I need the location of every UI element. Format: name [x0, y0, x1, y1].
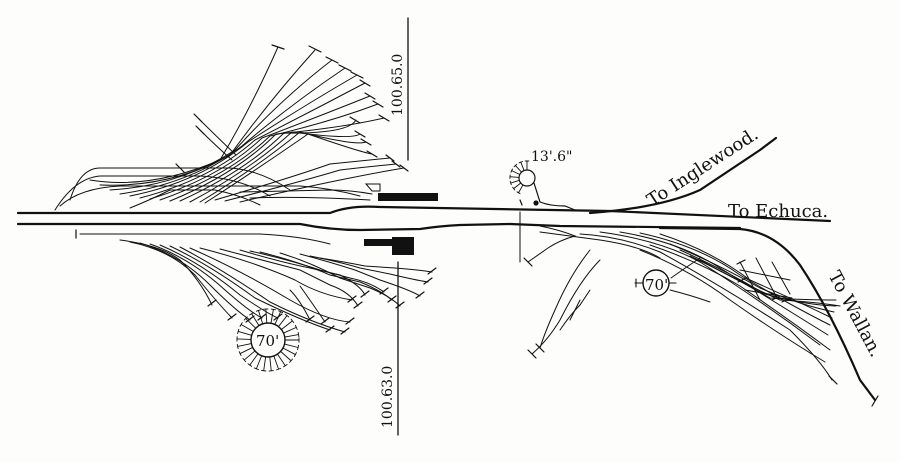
lower-west-sidings — [79, 233, 433, 333]
turntable-road — [280, 350, 292, 362]
platforms — [364, 183, 438, 255]
lower-west-buffers — [75, 229, 437, 335]
turntable-road — [270, 309, 274, 324]
turntable-road — [245, 318, 257, 329]
turntable-road-buffer — [276, 367, 282, 371]
turntable-road — [239, 347, 254, 355]
small-turntable-roads — [509, 160, 530, 195]
turntable-road — [243, 350, 256, 361]
turntable-road — [240, 324, 254, 332]
turntable-road — [514, 165, 523, 173]
turntable-road-buffer — [284, 313, 290, 318]
turntable-road — [237, 343, 252, 347]
turntable-road — [263, 356, 267, 372]
main-line — [16, 205, 832, 232]
turntable-road-buffer — [237, 328, 240, 335]
turntable-road — [280, 320, 293, 330]
small-turntable — [518, 169, 576, 211]
destination-labels: To Inglewood. To Echuca. To Wallan. — [643, 124, 886, 361]
turntable-road-buffer — [283, 364, 288, 368]
turntable-road — [509, 176, 520, 178]
turntable-road-buffer — [236, 343, 239, 350]
turntable-road-buffer — [243, 316, 248, 321]
turntable-road-buffer — [261, 369, 267, 372]
turntable-road — [284, 343, 299, 348]
turntable-road-buffer — [297, 344, 300, 351]
turntable-road-buffer — [518, 161, 523, 164]
east-turntable — [634, 257, 711, 303]
to-echuca-label: To Echuca. — [728, 201, 828, 222]
turntable-road-buffer — [512, 186, 516, 191]
turntable-road-buffer — [516, 191, 521, 195]
turntable-road-buffer — [513, 163, 518, 168]
turntable-road-buffer — [278, 310, 284, 314]
turntable-labels: 70' 70' 13'.6" — [256, 149, 668, 350]
turntable-road-buffer — [270, 308, 276, 311]
to-inglewood-label: To Inglewood. — [643, 124, 762, 211]
turntable-road-buffer — [253, 367, 259, 371]
turntable-road-buffer — [509, 180, 512, 186]
turntable-road — [251, 313, 260, 327]
turntable-road — [269, 356, 272, 372]
turntable-road — [278, 315, 288, 328]
turntable-road — [283, 326, 297, 334]
turntable-road — [282, 347, 296, 356]
small-turntable-label: 13'.6" — [531, 149, 572, 165]
turntable-road — [518, 184, 524, 194]
turntable-road-buffer — [293, 352, 297, 357]
turntable-road-buffer — [255, 309, 261, 312]
turntable-road-buffer — [239, 322, 243, 327]
turntable-road — [255, 355, 263, 370]
turntable-road-buffer — [297, 332, 300, 338]
east-sidings — [519, 211, 841, 381]
turntable-road-buffer — [249, 312, 254, 316]
turntable-road-buffer — [247, 363, 253, 367]
turntable-road-buffer — [290, 318, 295, 324]
mileage-labels: 100.65.0 100.63.0 — [380, 54, 406, 428]
turntable-road-buffer — [289, 358, 293, 363]
upper-west-sidings — [54, 46, 405, 211]
turntable-road — [513, 182, 522, 190]
west-turntable-label: 70' — [256, 332, 279, 350]
turntable-road — [284, 334, 299, 338]
turntable-road-buffer — [294, 324, 298, 330]
turntable-road — [257, 310, 264, 325]
turntable-road-buffer — [510, 168, 513, 173]
east-turntable-label: 70' — [645, 276, 668, 294]
west-turntable-roads — [236, 308, 300, 372]
turntable-road — [274, 311, 282, 325]
east-buffers — [523, 257, 879, 407]
turntable-road — [511, 170, 521, 175]
inglewood-line — [588, 136, 778, 215]
turntable-road — [510, 179, 520, 184]
turntable-road-buffer — [238, 351, 242, 357]
turntable-road-buffer — [242, 357, 247, 363]
turntable-road — [277, 353, 286, 367]
turntable-road — [237, 331, 253, 336]
wallan-line — [658, 226, 877, 402]
turntable-road — [265, 308, 268, 324]
lower-mileage-label: 100.63.0 — [380, 366, 396, 428]
turntable-road — [520, 161, 525, 172]
upper-west-buffers — [175, 44, 409, 173]
turntable-road — [273, 355, 280, 370]
upper-mileage-label: 100.65.0 — [390, 54, 406, 116]
to-wallan-label: To Wallan. — [824, 267, 887, 360]
turntable-road — [249, 353, 259, 366]
